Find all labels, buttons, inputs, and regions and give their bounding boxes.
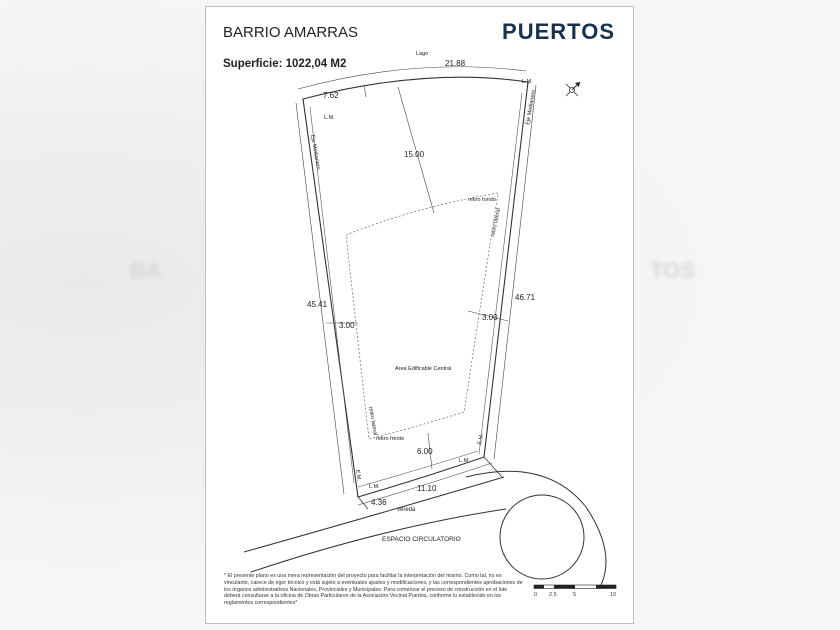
left-offset-line <box>309 106 355 484</box>
front-dimension-line <box>357 462 493 506</box>
top-left-dimension-label: 7.62 <box>323 91 339 100</box>
rear-setback-line <box>397 86 435 214</box>
right-setback-line <box>467 310 509 322</box>
sidewalk-label: vereda <box>397 507 416 513</box>
front-dimension-label: 11.10 <box>417 484 437 493</box>
lot-plan-drawing: Lago 21.88 7.62 L.M. L.M. Eje Medianero … <box>243 51 617 598</box>
right-setback-label: 3.00 <box>482 313 498 322</box>
lm-top-left-label: L.M. <box>324 115 335 121</box>
lot-to-sidewalk-right <box>483 456 503 478</box>
plan-sheet: BARRIO AMARRAS Superficie: 1022,04 M2 PU… <box>205 6 634 624</box>
cul-de-sac-outer <box>465 470 607 586</box>
lot-to-sidewalk-left <box>357 496 369 510</box>
north-arrow-icon <box>565 81 581 97</box>
rear-setback-label: 15.00 <box>404 150 425 159</box>
right-side-dimension-label: 46.71 <box>515 293 536 302</box>
scale-tick-1: 2.5 <box>549 592 557 598</box>
right-dimension-line <box>493 84 537 460</box>
front-left-dimension-label: 4.36 <box>371 498 387 507</box>
left-dimension-line <box>295 102 345 495</box>
retiro-lateral-left-label: retiro lateral <box>367 406 378 436</box>
puertos-logo: PUERTOS <box>502 19 615 44</box>
top-dimension-tick <box>363 84 367 98</box>
em-left-label: E.M. <box>354 469 362 481</box>
front-offset-line <box>357 450 479 488</box>
sidewalk-curve <box>243 476 505 553</box>
disclaimer-footnote: * El presente plano es una mera represen… <box>224 573 523 607</box>
lot-boundary <box>302 76 529 498</box>
scale-tick-2: 5 <box>573 592 576 598</box>
scale-tick-3: 10 <box>610 592 616 598</box>
top-dimension-line <box>297 66 527 90</box>
right-offset-line <box>478 92 523 455</box>
street-curve <box>250 508 507 573</box>
page-title: BARRIO AMARRAS <box>223 24 359 41</box>
left-setback-label: 3.00 <box>339 321 355 330</box>
lm-bottom-right-label: L.M. <box>459 458 470 464</box>
street-label: ESPACIO CIRCULATORIO <box>382 536 461 543</box>
em-right-label: E.M. <box>477 433 485 446</box>
cul-de-sac-inner <box>499 494 585 580</box>
lm-bottom-left-label: L.M. <box>369 484 380 490</box>
front-setback-line <box>427 432 433 470</box>
top-dimension-label: 21.88 <box>445 59 466 68</box>
buildable-area-outline <box>345 192 499 440</box>
front-setback-label: 6.00 <box>417 447 433 456</box>
retiro-frente-label: retiro frente <box>376 436 404 442</box>
blurred-background-text-left: BA <box>130 258 162 283</box>
lm-top-right-label: L.M. <box>522 79 533 85</box>
surface-area: Superficie: 1022,04 M2 <box>223 58 347 70</box>
blurred-background-text-right: TOS <box>650 258 695 283</box>
retiro-lateral-right-label: retiro lateral <box>490 208 502 238</box>
buildable-area-label: Area Edificable Central <box>395 366 451 372</box>
scale-bar: 0 2.5 5 10 <box>533 584 617 598</box>
lake-label: Lago <box>416 51 428 57</box>
scale-tick-0: 0 <box>534 592 537 598</box>
retiro-fondo-label: retiro fondo <box>468 197 496 203</box>
left-side-dimension-label: 45.41 <box>307 300 328 309</box>
